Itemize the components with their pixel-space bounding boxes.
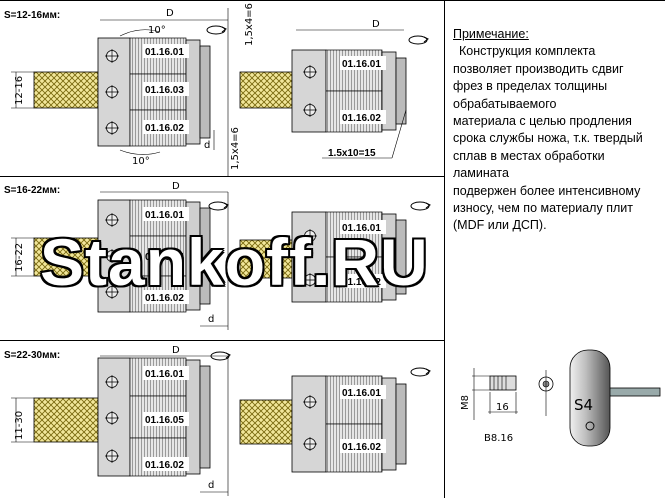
right-note-label: 1.5x10=15 [328,148,376,159]
workpiece [239,399,293,445]
dim-d-label: D [172,181,180,192]
part-label: 01.16.02 [342,277,381,288]
thickness-range: 16-22 [14,243,25,272]
rotation-icon [210,351,231,361]
hex-key-icon: S4 [569,349,661,447]
part-label: 01.16.01 [145,210,184,221]
note-line: обрабатываемого [453,96,557,111]
cutter-assembly-left [97,357,211,477]
chamfer-label: 1,5x4=6 [244,3,255,46]
note-heading: Примечание: [453,27,529,41]
dim-small-label: d [208,314,214,325]
note-block: Примечание: Конструкция комплекта позвол… [453,26,663,235]
workpiece [33,71,99,109]
note-line: Конструкция комплекта [459,44,596,59]
section-3: S=22-30мм: 11-30 01.16.01 01.16.05 01.16… [4,345,431,496]
note-line: материала с целью продления [453,114,632,129]
thickness-range: 11-30 [14,411,25,440]
note-line: срока службы ножа, т.к. твердый [453,131,643,146]
note-line: износу, чем по материалу плит [453,201,633,216]
screw-detail: M8 16 B8.16 [460,368,554,444]
section-1: S=12-16мм: 12-16 01.16.01 01.16.03 01.16… [4,3,429,176]
workpiece [33,237,99,277]
part-label: 01.16.01 [342,223,381,234]
note-line: сплав в местах обработки [453,148,605,163]
part-label: 01.16.01 [342,388,381,399]
dim-d-label: D [166,8,174,19]
chamfer-label: 1,5x4=6 [230,127,241,170]
part-label: 01.16.01 [342,59,381,70]
part-label: 01.16.03 [145,85,184,96]
part-label: 01.16.02 [342,113,381,124]
cutter-assembly-right [291,211,407,303]
dim-d-label: D [372,19,380,30]
rotation-icon [206,25,227,35]
note-line: подвержен более интенсивному [453,183,641,198]
part-label: 01.16.01 [145,369,184,380]
section-title: S=16-22мм: [4,185,60,196]
note-line: (MDF или ДСП). [453,218,547,233]
part-label: 01.16.02 [145,123,184,134]
cutter-assembly-left [97,199,211,313]
rotation-icon [410,367,431,377]
dim-small-label: d [204,140,210,151]
workpiece [33,397,99,443]
cutter-assembly-left [97,37,211,147]
section-title: S=22-30мм: [4,350,60,361]
part-label: 01.16.02 [342,442,381,453]
part-label: 01.16.04 [145,252,184,263]
angle-label: 10° [148,25,166,36]
length-label: 16 [496,402,509,413]
note-line: ламината [453,166,509,181]
dim-small-label: d [208,480,214,491]
rotation-icon [408,35,429,45]
cutter-assembly-right [291,49,407,133]
cutter-assembly-right [291,375,407,473]
workpiece [239,71,293,109]
part-label: 01.16.02 [145,293,184,304]
part-label: 01.16.05 [145,415,184,426]
workpiece [239,239,293,279]
dim-d-label: D [172,345,180,356]
section-title: S=12-16мм: [4,10,60,21]
key-label: S4 [574,396,593,414]
note-line: фрез в пределах толщины [453,79,608,94]
note-line: позволяет производить сдвиг [453,61,624,76]
section-2: S=16-22мм: 16-22 01.16.01 01.16.04 01.16… [4,181,431,330]
angle-label: 10° [132,156,150,167]
part-label: 01.16.01 [145,47,184,58]
thickness-range: 12-16 [14,76,25,105]
part-label: 01.16.02 [145,460,184,471]
rotation-icon [208,201,229,211]
screw-code-label: B8.16 [484,433,513,444]
rotation-icon [410,201,431,211]
thread-label: M8 [460,395,471,410]
